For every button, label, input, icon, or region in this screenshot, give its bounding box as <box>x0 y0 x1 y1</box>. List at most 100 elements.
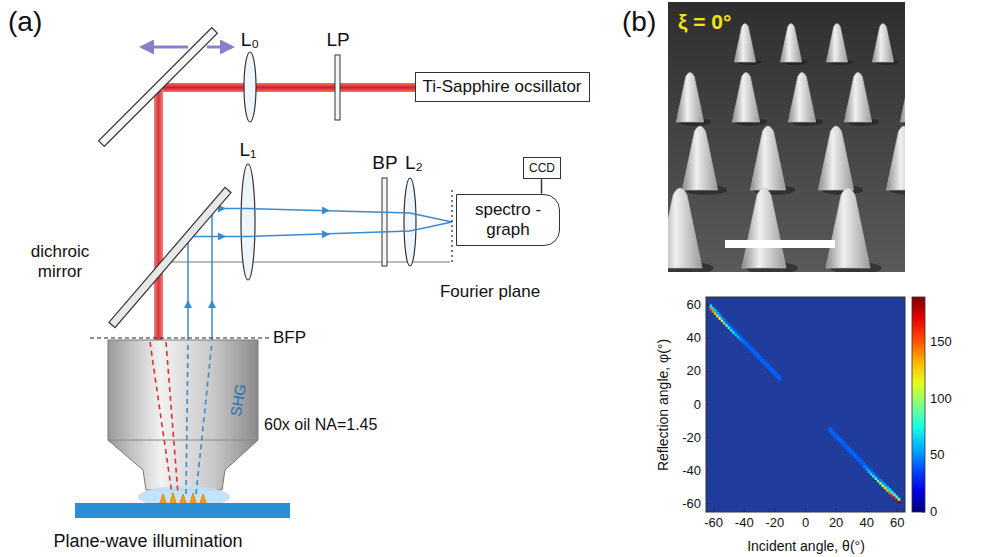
sample <box>75 493 290 518</box>
heatmap-part-part <box>706 371 710 372</box>
heatmap-part-part <box>706 305 710 306</box>
laser-beam-part <box>158 83 415 92</box>
tick-label: -40 <box>735 516 754 531</box>
sem-image-part <box>668 2 905 272</box>
objective-part-part <box>150 342 172 494</box>
tick-label: 20 <box>829 516 843 531</box>
sem-image-part-part <box>826 188 870 268</box>
heatmap-cell <box>898 498 901 501</box>
shg-beam-part <box>188 222 452 340</box>
lens <box>241 52 416 280</box>
sem-image-part-part <box>742 188 786 268</box>
tick-label: 100 <box>930 391 952 406</box>
heatmap-part <box>706 305 925 512</box>
heatmap-part-part <box>774 508 775 512</box>
objective-part <box>150 342 212 494</box>
lens-part <box>241 164 255 280</box>
box-text: Ti-Sapphire ocsillator <box>422 77 583 97</box>
tick-label: 40 <box>687 331 701 346</box>
sample-part <box>75 503 290 518</box>
angle-label: ξ = 0° <box>678 10 731 34</box>
bfp-line <box>90 338 270 339</box>
objective-part <box>108 440 258 441</box>
shg-beam <box>184 205 452 340</box>
component-label: dichroic mirror <box>10 242 110 281</box>
tick-label: -40 <box>682 463 701 478</box>
axis-title: Incident angle, θ(°) <box>747 538 865 554</box>
sem-image-part-part <box>788 72 815 122</box>
sem-image-part-part <box>668 188 702 268</box>
sem-image-part-part <box>886 126 905 190</box>
connector-line <box>541 179 543 193</box>
objective-part-part <box>196 342 212 494</box>
sem-image-part-part <box>900 72 905 122</box>
tick-label: 60 <box>890 516 904 531</box>
tick-label: 0 <box>930 505 937 520</box>
sem-image-part-part <box>734 24 755 62</box>
lens-part <box>404 178 416 266</box>
sem-image-part-part <box>826 24 847 62</box>
spectrograph-box: spectro -graph <box>456 194 560 247</box>
tick-label: -60 <box>704 516 723 531</box>
heatmap-part-part <box>713 508 714 512</box>
lens-label: L₀ <box>241 29 259 51</box>
shg-beam-part <box>212 209 452 340</box>
sem-image-part-part <box>750 126 785 190</box>
tick-label: -20 <box>765 516 784 531</box>
objective-part-part <box>186 342 188 494</box>
lens-part <box>335 55 340 120</box>
sem-image-part-part <box>732 72 759 122</box>
tick-label: 60 <box>687 298 701 313</box>
heatmap-part-part <box>706 338 710 339</box>
tick-label: 50 <box>930 448 944 463</box>
tick-label: -20 <box>682 430 701 445</box>
tick-label: 0 <box>694 397 701 412</box>
heatmap-part <box>706 297 905 512</box>
sem-image <box>668 2 905 272</box>
sem-image-part-part <box>682 126 717 190</box>
sem-image-part-part <box>872 24 893 62</box>
heatmap-part <box>706 297 905 512</box>
lens-part <box>244 52 256 122</box>
heatmap-part-part <box>706 470 710 471</box>
axis-title: Reflection angle, φ(°) <box>655 339 671 471</box>
heatmap-part <box>709 304 900 503</box>
sample-part <box>160 493 206 503</box>
box-text: spectro -graph <box>461 200 555 241</box>
tick-label: 150 <box>930 335 952 350</box>
sem-image-part <box>725 240 835 248</box>
panel-letter: (a) <box>8 6 42 38</box>
plane-label: BFP <box>273 328 306 348</box>
heatmap-cell <box>778 375 781 378</box>
scan-arrow-part <box>142 46 188 49</box>
laser-box: Ti-Sapphire ocsillator <box>415 72 590 102</box>
heatmap-part-part <box>836 508 837 512</box>
objective <box>108 340 258 508</box>
heatmap-part-part <box>706 503 710 504</box>
heatmap-part-part <box>897 508 898 512</box>
tick-label: 20 <box>687 364 701 379</box>
illumination-label: Plane-wave illumination <box>53 531 242 552</box>
heatmap-part-part <box>706 437 710 438</box>
laser-beam-part <box>154 87 163 340</box>
fourier-plane-line <box>451 190 452 262</box>
scan-arrow-part <box>207 46 232 49</box>
heatmap-part <box>912 297 925 512</box>
lens-label: L₂ <box>405 152 423 174</box>
tick-label: -60 <box>682 496 701 511</box>
heatmap-part-part <box>805 508 806 512</box>
objective-label: 60x oil NA=1.45 <box>264 416 377 434</box>
sem-image-part <box>668 24 905 272</box>
sem-image-part-part <box>676 72 703 122</box>
objective-part-part <box>166 342 178 494</box>
heatmap-part-part <box>866 508 867 512</box>
filter-label: BP <box>372 152 397 174</box>
scan-arrow <box>142 46 232 49</box>
mirror-part <box>99 28 218 147</box>
lens-label: L₁ <box>240 139 257 161</box>
plane-label: Fourier plane <box>440 282 540 302</box>
sem-image-part-part <box>844 72 871 122</box>
mirror-part <box>109 187 231 327</box>
tick-label: 0 <box>802 516 809 531</box>
objective-part <box>108 340 258 490</box>
